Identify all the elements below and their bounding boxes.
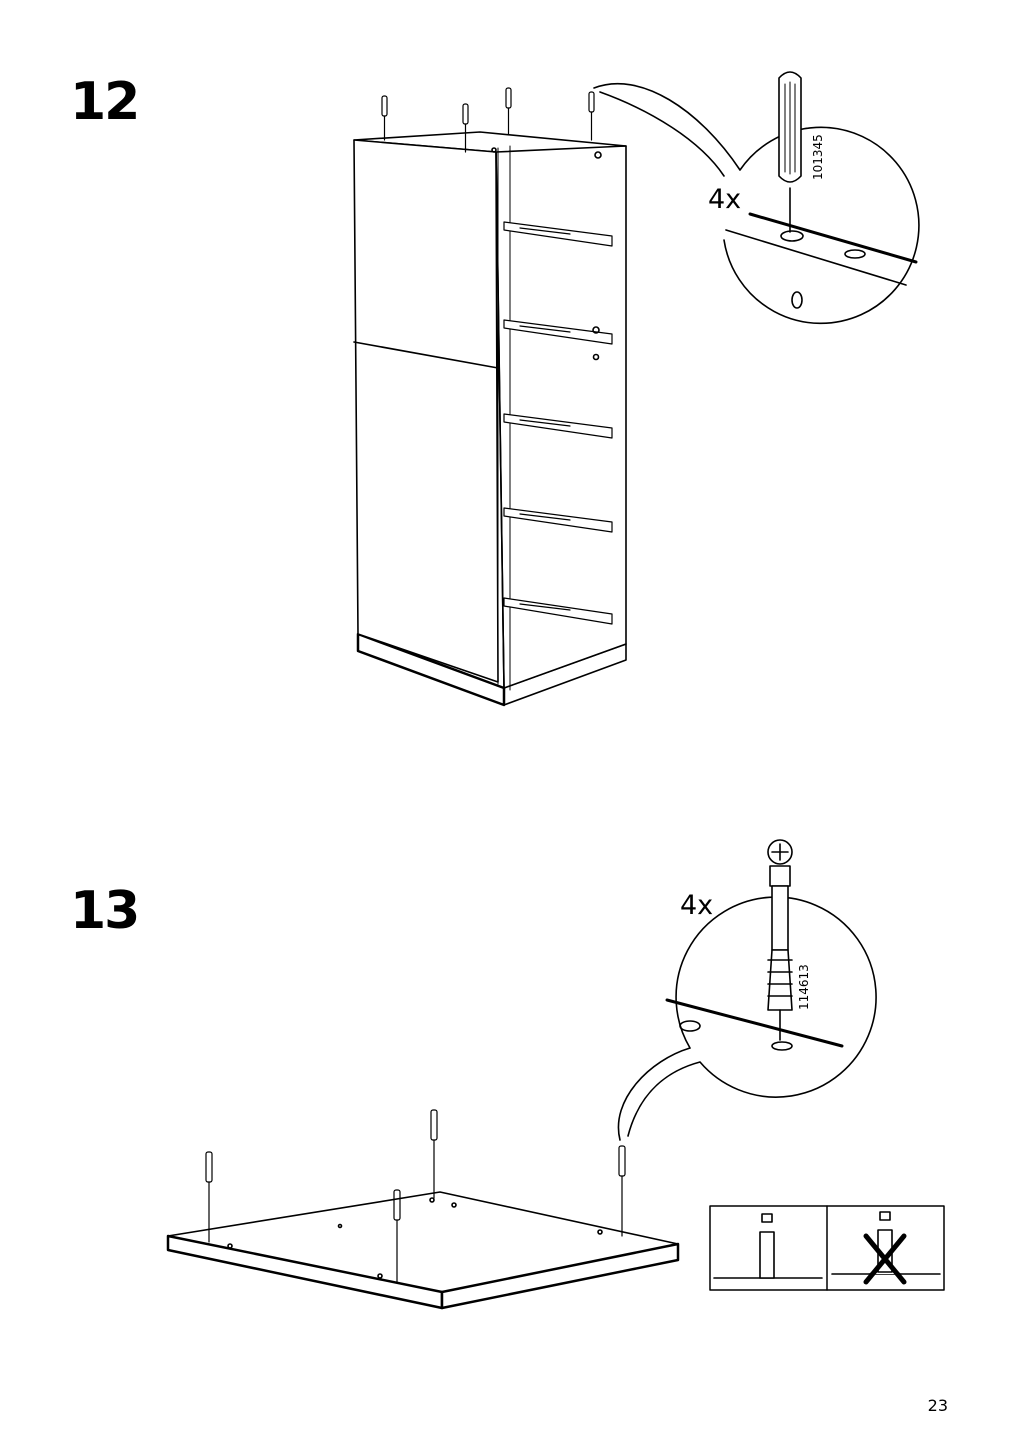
cabinet-drawing [353, 87, 627, 707]
step-number-12: 12 [70, 72, 140, 132]
part-number-12: 101345 [811, 134, 825, 180]
quantity-label-13: 4x [680, 890, 713, 921]
quantity-label-12: 4x [708, 184, 741, 215]
top-panel-drawing [166, 1109, 680, 1310]
correct-incorrect-boxes [709, 1205, 945, 1291]
page-number: 23 [927, 1396, 948, 1415]
part-number-13: 114613 [797, 964, 811, 1010]
detail-callout-13 [617, 839, 877, 1141]
detail-callout-12 [593, 71, 920, 325]
step-number-13: 13 [70, 881, 140, 941]
